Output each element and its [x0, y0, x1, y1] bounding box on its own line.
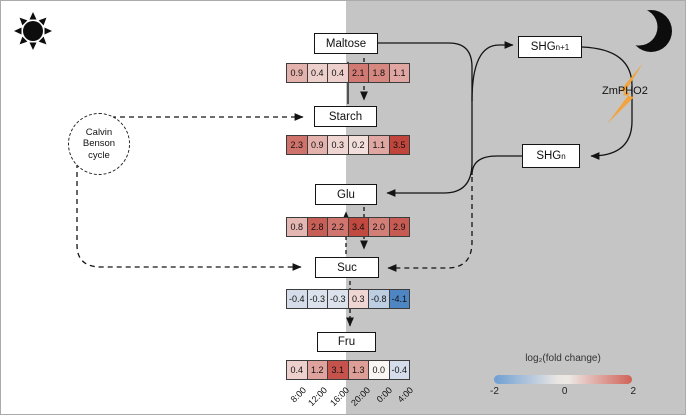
heatmap-cell: 0.9 — [306, 135, 328, 155]
calvin-line: Benson — [82, 138, 116, 150]
arrow-maltose-to-glu — [378, 42, 473, 197]
heatmap-cell: 0.8 — [286, 217, 308, 237]
heatmap-cell: 1.8 — [368, 63, 390, 83]
legend-tick-max: 2 — [630, 386, 636, 397]
heatmap-cell: 2.9 — [388, 217, 410, 237]
legend-tick-mid: 0 — [561, 386, 568, 397]
heatmap-cell: 0.2 — [347, 135, 369, 155]
shg-product-sub: n+1 — [555, 42, 570, 52]
lightning-bolt-icon — [607, 63, 643, 124]
heatmap-cell: 0.4 — [306, 63, 328, 83]
heatmap-cell: 1.1 — [388, 63, 410, 83]
heatmap-cell: -0.3 — [327, 289, 349, 309]
arrow-calvin-to-suc — [76, 163, 302, 271]
heatmap-cell: 3.5 — [388, 135, 410, 155]
legend-tick-min: -2 — [490, 386, 499, 397]
heatmap-cell: -0.4 — [286, 289, 308, 309]
shg-product-base: SHG — [530, 41, 556, 53]
heatmap-cell: 2.1 — [347, 63, 369, 83]
heatmap-cell: 0.3 — [327, 135, 349, 155]
node-maltose-label: Maltose — [325, 37, 367, 50]
heatmap-cell: 0.0 — [368, 360, 390, 380]
legend-ticks: -2 0 2 — [490, 386, 636, 397]
node-suc: Suc — [315, 257, 379, 278]
heatmap-cell: 1.1 — [368, 135, 390, 155]
heatmap-cell: 1.2 — [306, 360, 328, 380]
heatmap-cell: 2.0 — [368, 217, 390, 237]
sun-icon — [14, 12, 52, 50]
heatmap-cell: 2.2 — [327, 217, 349, 237]
node-starch: Starch — [314, 106, 377, 127]
node-fru-label: Fru — [337, 336, 356, 348]
node-glu: Glu — [315, 184, 377, 205]
moon-icon — [626, 8, 672, 52]
heatmap-cell: -4.1 — [388, 289, 410, 309]
line-shg-substrate-out — [471, 155, 522, 176]
heatmap-cell: 2.3 — [286, 135, 308, 155]
shg-substrate-sub: n — [561, 151, 566, 161]
heatmap-cell: 0.4 — [286, 360, 308, 380]
enzyme-label: ZmPHO2 — [602, 85, 648, 97]
calvin-benson-cycle-node: Calvin Benson cycle — [68, 113, 130, 175]
node-suc-label: Suc — [337, 261, 357, 274]
node-maltose: Maltose — [314, 33, 378, 54]
arrow-shg-to-suc — [387, 177, 473, 272]
calvin-line: cycle — [88, 149, 110, 161]
heatmap-cell: 3.4 — [347, 217, 369, 237]
heatmap-cell: 1.3 — [347, 360, 369, 380]
node-glu-label: Glu — [337, 188, 355, 201]
arrow-to-shg-product — [471, 41, 514, 102]
heatmap-cell: 3.1 — [327, 360, 349, 380]
heatmap-cell: 2.8 — [306, 217, 328, 237]
heatmap-cell: 0.3 — [347, 289, 369, 309]
heatmap-cell: -0.8 — [368, 289, 390, 309]
heatmap-cell: 0.9 — [286, 63, 308, 83]
calvin-line: Calvin — [85, 126, 113, 138]
node-fru: Fru — [317, 332, 376, 352]
heatmap-cell: -0.4 — [388, 360, 410, 380]
legend-title: log₂(fold change) — [525, 353, 601, 364]
arrow-shg-product-to-substrate — [581, 46, 633, 160]
legend-colorbar — [494, 375, 632, 384]
heatmap-cell: 0.4 — [327, 63, 349, 83]
shg-substrate-base: SHG — [536, 150, 562, 162]
heatmap-cell: -0.3 — [306, 289, 328, 309]
node-starch-label: Starch — [328, 110, 363, 123]
